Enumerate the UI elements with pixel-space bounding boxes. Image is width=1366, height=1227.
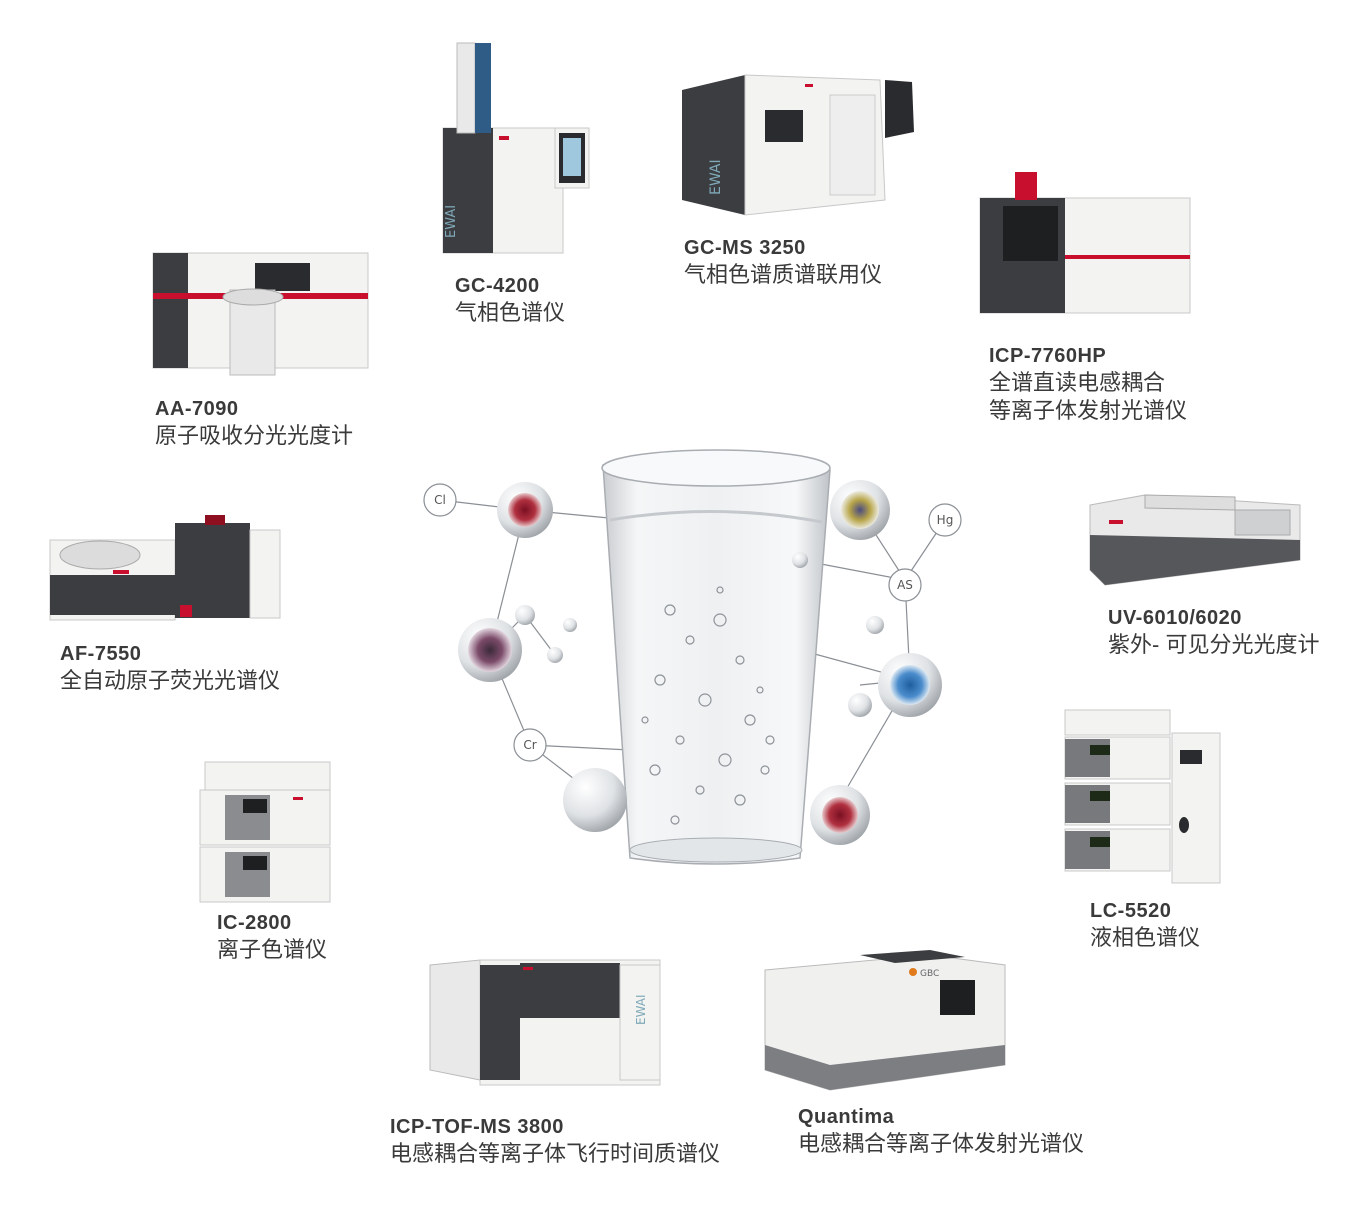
instrument-gc4200: EWAI GC-4200 气相色谱仪: [435, 38, 595, 328]
instrument-af7550: AF-7550 全自动原子荧光光谱仪: [45, 515, 345, 705]
af7550-model: AF-7550: [60, 643, 142, 665]
instrument-gcms3250: EWAI GC-MS 3250 气相色谱质谱联用仪: [680, 70, 920, 300]
aa7090-illustration: [152, 252, 369, 376]
gc4200-model: GC-4200: [455, 275, 540, 297]
svg-text:EWAI: EWAI: [444, 205, 459, 238]
quantima-name: 电感耦合等离子体发射光谱仪: [798, 1131, 1085, 1156]
ic2800-illustration: [199, 761, 331, 903]
uv6010-model: UV-6010/6020: [1108, 607, 1242, 629]
uv6010-illustration: [1089, 494, 1301, 586]
instrument-lc5520: LC-5520 液相色谱仪: [1060, 705, 1230, 955]
af7550-illustration: [49, 515, 281, 621]
gcms3250-name: 气相色谱质谱联用仪: [684, 262, 883, 287]
icptof-model: ICP-TOF-MS 3800: [390, 1116, 564, 1138]
instrument-icptof: EWAI ICP-TOF-MS 3800 电感耦合等离子体飞行时间质谱仪: [385, 945, 765, 1175]
ic2800-model: IC-2800: [217, 912, 292, 934]
gbc-logo-text: GBC: [920, 969, 939, 979]
gcms3250-model: GC-MS 3250: [684, 237, 806, 259]
molecule-label-as: AS: [897, 578, 913, 592]
icptof-name: 电感耦合等离子体飞行时间质谱仪: [390, 1141, 721, 1166]
icp7760-model: ICP-7760HP: [989, 345, 1107, 367]
svg-text:EWAI: EWAI: [708, 159, 724, 195]
instrument-icp7760: ICP-7760HP 全谱直读电感耦合 等离子体发射光谱仪: [975, 170, 1235, 435]
aa7090-name: 原子吸收分光光度计: [155, 423, 354, 448]
lc5520-model: LC-5520: [1090, 900, 1172, 922]
quantima-illustration: GBC: [764, 950, 1006, 1091]
icp7760-illustration: [979, 172, 1191, 314]
icp7760-name-line2: 等离子体发射光谱仪: [989, 397, 1188, 423]
gcms3250-illustration: EWAI: [682, 74, 914, 216]
aa7090-model: AA-7090: [155, 398, 239, 420]
lc5520-name: 液相色谱仪: [1090, 925, 1201, 950]
svg-text:EWAI: EWAI: [634, 994, 648, 1025]
instrument-ic2800: IC-2800 离子色谱仪: [195, 757, 365, 972]
molecule-label-hg: Hg: [936, 513, 954, 527]
icp7760-name: 全谱直读电感耦合: [989, 370, 1166, 395]
af7550-name: 全自动原子荧光光谱仪: [60, 668, 281, 693]
ic2800-name: 离子色谱仪: [217, 937, 328, 962]
molecule-label-cr: Cr: [523, 738, 537, 752]
instrument-uv6010: UV-6010/6020 紫外- 可见分光光度计: [1085, 490, 1335, 670]
gc4200-name: 气相色谱仪: [455, 300, 566, 325]
molecule-label-cl: Cl: [434, 493, 446, 507]
instrument-aa7090: AA-7090 原子吸收分光光度计: [145, 245, 385, 455]
quantima-model: Quantima: [798, 1106, 895, 1128]
icptof-illustration: EWAI: [429, 959, 661, 1086]
instrument-quantima: GBC Quantima 电感耦合等离子体发射光谱仪: [760, 945, 1140, 1165]
gc4200-illustration: EWAI: [442, 42, 590, 254]
lc5520-illustration: [1064, 709, 1221, 884]
water-glass-molecule-illustration: [423, 449, 962, 865]
uv6010-name: 紫外- 可见分光光度计: [1108, 632, 1320, 657]
